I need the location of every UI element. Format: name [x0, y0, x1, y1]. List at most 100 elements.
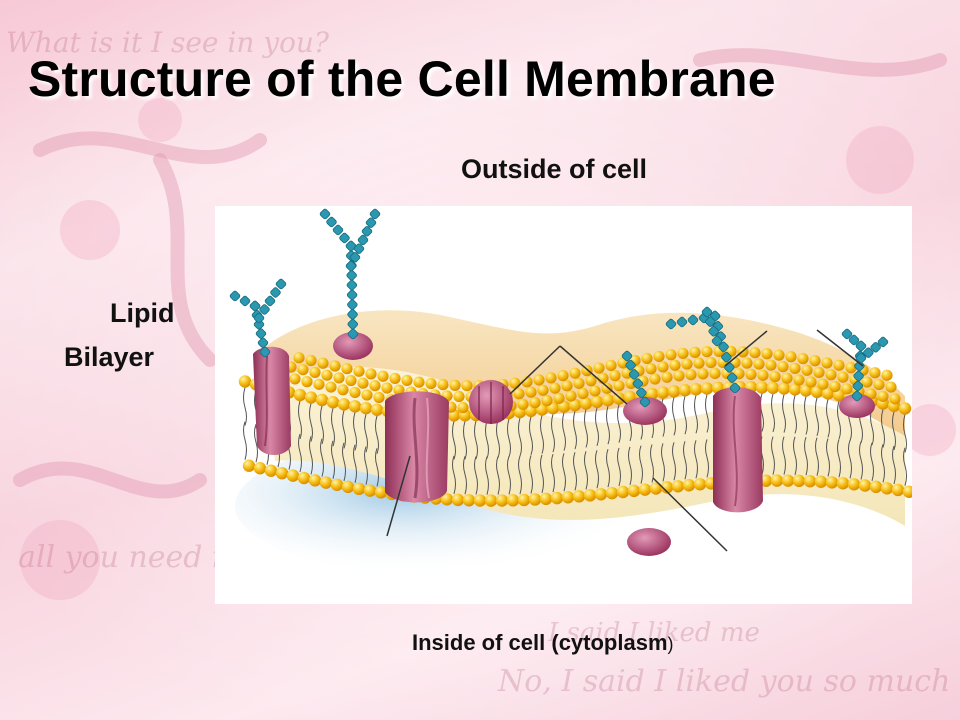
phospholipid-head: [539, 492, 553, 506]
phospholipid-head: [473, 494, 487, 507]
phospholipid-head: [825, 476, 839, 489]
lipid-tail: [903, 447, 907, 486]
phospholipid-head: [656, 386, 670, 399]
leader-lines: [386, 329, 864, 552]
phospholipid-head: [425, 377, 437, 390]
lipid-tail: [793, 395, 797, 434]
integral-protein: [713, 387, 763, 513]
lipid-label: Lipid: [110, 298, 175, 328]
inside-of-cell-text: Inside of cell (cytoplasm: [412, 630, 668, 655]
sugar-unit: [346, 279, 358, 291]
phospholipid-head: [770, 474, 784, 487]
sugar-unit: [249, 300, 261, 312]
sugar-unit: [353, 243, 365, 254]
sugar-unit: [852, 380, 864, 392]
phospholipid-head: [568, 398, 582, 412]
sugar-unit: [665, 318, 677, 330]
lipid-tail: [650, 444, 654, 483]
sugar-unit: [711, 335, 723, 347]
lipid-tail: [551, 413, 555, 453]
phospholipid-head: [597, 372, 609, 384]
phospholipid-head: [377, 370, 389, 382]
phospholipid-head: [304, 391, 318, 404]
phospholipid-head: [709, 367, 721, 380]
lipid-tail: [892, 445, 896, 485]
phospholipid-head: [766, 381, 780, 395]
phospholipid-head: [605, 486, 619, 500]
phospholipid-head: [671, 480, 685, 493]
phospholipid-head: [583, 489, 597, 502]
phospholipid-head: [681, 358, 693, 370]
phospholipid-head: [745, 368, 757, 380]
phospholipid-head: [238, 375, 252, 388]
phospholipid-head: [437, 379, 449, 391]
glycoprotein-globule: [333, 332, 373, 360]
phospholipid-head: [517, 398, 529, 410]
lipid-tail: [903, 414, 907, 453]
phospholipid-head: [297, 471, 311, 485]
lipid-tail: [694, 395, 698, 434]
carbohydrate-chains: [229, 208, 889, 408]
phospholipid-head: [645, 387, 659, 401]
phospholipid-head: [319, 476, 333, 489]
phospholipid-head: [873, 378, 885, 391]
phospholipid-head: [242, 459, 256, 472]
phospholipid-head: [585, 375, 597, 387]
sugar-unit: [326, 216, 337, 228]
lipid-tail: [859, 441, 863, 480]
sugar-unit: [870, 342, 881, 353]
background-script-text: all you need is: [18, 540, 238, 575]
phospholipid-head: [847, 478, 861, 491]
phospholipid-head: [755, 381, 769, 394]
lipid-tail: [782, 394, 786, 433]
phospholipid-head: [453, 390, 465, 403]
phospholipid-head: [781, 372, 793, 384]
lipid-tail: [584, 451, 588, 490]
lipid-tail: [507, 456, 511, 495]
phospholipid-head: [293, 352, 305, 364]
phospholipid-head: [601, 382, 613, 394]
phospholipid-head: [833, 359, 845, 371]
phospholipid-head: [325, 381, 337, 393]
phospholipid-head: [337, 384, 349, 396]
phospholipid-head: [440, 493, 454, 506]
sugar-unit: [239, 295, 251, 307]
phospholipid-head: [792, 474, 806, 488]
lipid-tail: [496, 456, 500, 495]
sugar-unit: [848, 334, 860, 346]
phospholipid-head: [660, 481, 674, 494]
phospholipid-head: [902, 485, 912, 498]
lipid-tail: [595, 407, 599, 446]
lipid-tail: [683, 396, 687, 435]
inside-of-cell-label: Inside of cell (cytoplasm): [412, 630, 674, 656]
phospholipid-head: [741, 357, 753, 369]
phospholipid-head: [321, 369, 333, 381]
phospholipid-head: [449, 379, 461, 391]
lipid-tail: [518, 455, 522, 495]
phospholipid-head: [330, 478, 344, 491]
phospholipid-head: [521, 376, 533, 388]
lipid-tail: [298, 400, 302, 440]
sugar-unit: [721, 351, 732, 363]
phospholipid-head: [678, 384, 692, 397]
lipid-tail: [870, 442, 874, 481]
phospholipid-head: [451, 493, 465, 507]
sugar-unit: [357, 234, 369, 246]
phospholipid-head: [561, 380, 573, 392]
lipid-tail: [705, 439, 709, 478]
lipid-tail: [584, 409, 588, 448]
phospholipid-head: [533, 374, 545, 386]
phospholipid-head: [700, 382, 714, 395]
phospholipid-head: [805, 376, 817, 388]
sugar-unit: [708, 326, 719, 337]
sugar-unit: [365, 217, 377, 228]
phospholipid-head: [781, 474, 795, 487]
phospholipid-head: [877, 390, 889, 403]
lipid-tail: [672, 442, 676, 481]
phospholipid-head: [359, 401, 373, 415]
lipid-tail: [617, 447, 621, 487]
lipid-tail: [815, 397, 819, 436]
phospholipid-head: [594, 488, 608, 501]
phospholipid-head: [885, 381, 897, 393]
lipid-tail: [573, 410, 577, 450]
